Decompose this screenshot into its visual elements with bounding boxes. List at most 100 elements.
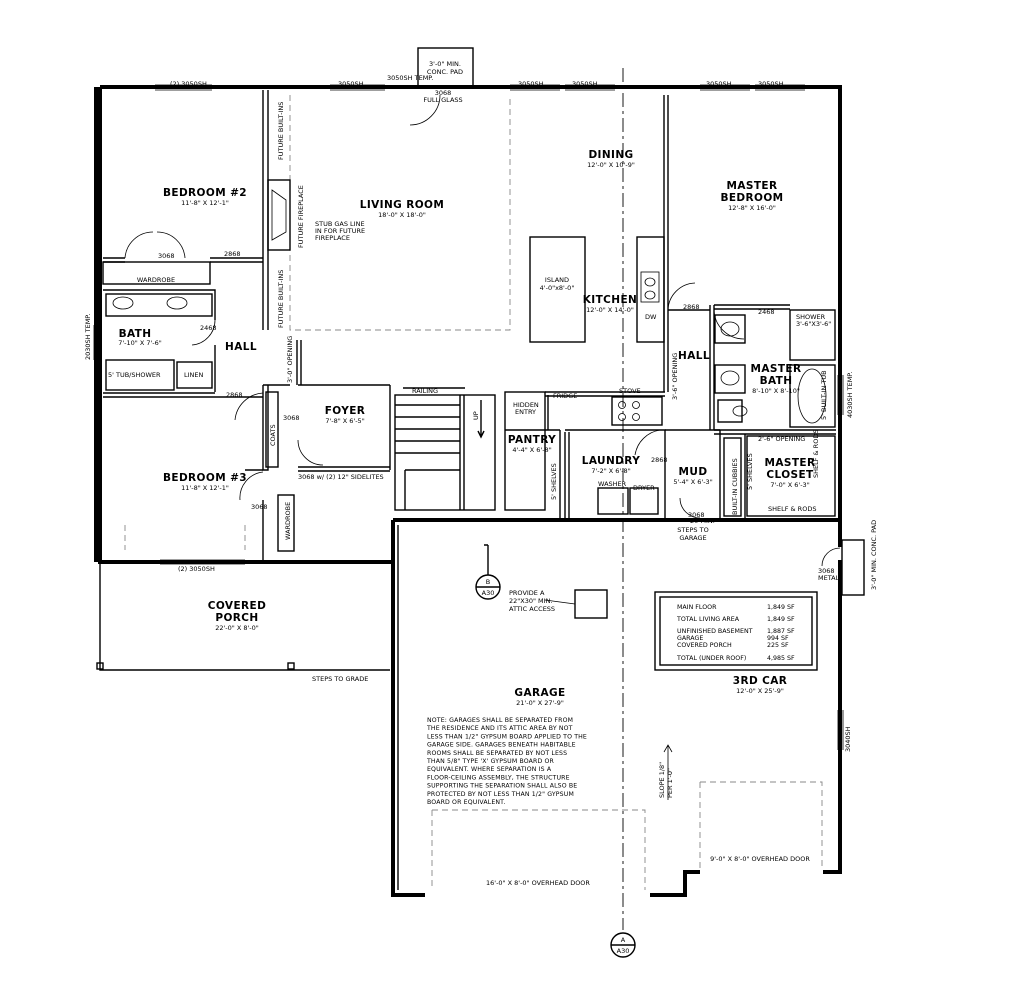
pantry-name: PANTRY <box>508 434 556 446</box>
master-bath-name2: BATH <box>760 375 793 387</box>
shelves-label: 5' SHELVES <box>746 453 754 490</box>
kitchen-name: KITCHEN <box>583 294 637 306</box>
door-label: 3068 <box>818 567 835 575</box>
garage-note-line: THE RESIDENCE AND ITS ATTIC AREA BY NOT <box>426 725 573 732</box>
overhead-door-label: 9'-0" X 8'-0" OVERHEAD DOOR <box>710 855 810 863</box>
attic-note: PROVIDE A <box>509 589 545 597</box>
garage-note-line: GARAGE SIDE. GARAGES BENEATH HABITABLE <box>427 742 576 749</box>
builtins-label: FUTURE BUILT-INS <box>277 270 285 328</box>
door-label: 2868 <box>651 456 668 464</box>
master-bedroom-name2: BEDROOM <box>720 192 783 204</box>
island-name: ISLAND <box>545 276 569 284</box>
bath-dim: 7'-10" X 7'-6" <box>118 339 162 347</box>
master-closet-name2: CLOSET <box>766 469 814 481</box>
bedroom3-dim: 11'-8" X 12'-1" <box>181 484 229 492</box>
garage-note-line: FLOOR-CEILING ASSEMBLY, THE STRUCTURE <box>427 774 570 781</box>
garage-note-line: BOARD OR EQUIVALENT. <box>427 799 506 806</box>
summary-label: UNFINISHED BASEMENT <box>677 628 753 635</box>
foyer-dim: 7'-8" X 6'-5" <box>325 417 364 425</box>
laundry-name: LAUNDRY <box>582 455 640 467</box>
room-labels: BEDROOM #2 11'-8" X 12'-1" LIVING ROOM 1… <box>118 149 815 707</box>
up-label: UP <box>472 411 480 420</box>
window-label: 3050SH <box>572 80 598 88</box>
steps-label: GARAGE <box>679 534 706 542</box>
tub-label: 5' BUILT-IN TUB <box>820 370 828 420</box>
garage-dim: 21'-0" X 27'-9" <box>516 699 564 707</box>
master-closet-name1: MASTER <box>765 457 816 469</box>
coats-label: COATS <box>269 424 277 446</box>
stove-label: STOVE <box>619 387 641 395</box>
shower-label: SHOWER <box>796 313 826 321</box>
summary-label: TOTAL LIVING AREA <box>676 616 740 623</box>
door-label: 2868 <box>683 303 700 311</box>
dining-dim: 12'-0" X 10'-9" <box>587 161 635 169</box>
door-label: 3068 <box>158 252 175 260</box>
window-label: 3050SH <box>758 80 784 88</box>
garage-note-line: NOTE: GARAGES SHALL BE SEPARATED FROM <box>427 717 573 724</box>
garage-note: NOTE: GARAGES SHALL BE SEPARATED FROMTHE… <box>426 717 587 806</box>
front-door-label: 3068 w/ (2) 12" SIDELITES <box>298 473 384 481</box>
gas-note: FIREPLACE <box>315 234 350 242</box>
door-label: 3068 <box>435 89 452 97</box>
bedroom3-name: BEDROOM #3 <box>163 472 247 484</box>
door-label: 2468 <box>200 324 217 332</box>
bedroom2-name: BEDROOM #2 <box>163 187 247 199</box>
cubbies-label: BUILT-IN CUBBIES <box>731 458 739 515</box>
garage-note-line: LESS THAN 1/2" GYPSUM BOARD APPLIED TO T… <box>427 733 587 740</box>
door-label: METAL <box>818 574 840 582</box>
section-marker-a-sheet: A30 <box>617 947 630 955</box>
mud-dim: 5'-4" X 6'-3" <box>673 478 712 486</box>
door-label: 2868 <box>224 250 241 258</box>
window-label: 2030SH TEMP. <box>84 314 92 360</box>
master-bedroom-dim: 12'-8" X 16'-0" <box>728 204 776 212</box>
hidden-entry-label: HIDDEN <box>513 401 539 409</box>
door-label: 3068 <box>283 414 300 422</box>
window-label: 3050SH <box>706 80 732 88</box>
third-car-dim: 12'-0" X 25'-9" <box>736 687 784 695</box>
wardrobe-label: WARDROBE <box>137 276 175 284</box>
foyer-name: FOYER <box>325 405 366 417</box>
shelf-rods-label: SHELF & RODS <box>812 430 820 478</box>
porch-name2: PORCH <box>215 612 258 624</box>
annotations: (2) 3050SH 3050SH 3050SH TEMP. 3050SH 30… <box>84 60 878 955</box>
garage-note-line: SUPPORTING THE SEPARATION SHALL ALSO BE <box>427 783 577 790</box>
window-label: (2) 3050SH <box>178 565 215 573</box>
island-dim: 4'-0"x8'-0" <box>540 284 575 292</box>
window-label: 3040SH <box>844 726 852 752</box>
summary-label: TOTAL (UNDER ROOF) <box>676 655 746 662</box>
window-marks <box>93 84 844 750</box>
porch-and-fixtures <box>96 47 865 958</box>
summary-value: 1,887 SF <box>767 628 795 635</box>
living-dim: 18'-0" X 18'-0" <box>378 211 426 219</box>
hall-right-name: HALL <box>678 350 710 362</box>
railing-label: RAILING <box>412 387 438 395</box>
linen-label: LINEN <box>184 371 204 379</box>
mud-name: MUD <box>679 466 708 478</box>
conc-pad-label: CONC. PAD <box>427 68 463 76</box>
opening-label: 3'-6" OPENING <box>671 353 679 400</box>
door-label: FULL GLASS <box>423 96 462 104</box>
conc-pad-label: 3'-0" MIN. <box>429 60 461 68</box>
shower-label: 3'-6"X3'-6" <box>796 320 831 328</box>
door-label: 2468 <box>758 308 775 316</box>
summary-value: 225 SF <box>767 642 789 649</box>
summary-value: 1,849 SF <box>767 604 795 611</box>
garage-note-line: PROTECTED BY NOT LESS THAN 1/2" GYPSUM <box>427 791 574 798</box>
third-car-name: 3RD CAR <box>733 675 787 687</box>
section-marker-b-sheet: A30 <box>482 589 495 597</box>
bedroom2-dim: 11'-8" X 12'-1" <box>181 199 229 207</box>
window-label: (2) 3050SH <box>170 80 207 88</box>
kitchen-dim: 12'-0" X 14'-0" <box>586 306 634 314</box>
shelves-label: 5' SHELVES <box>550 463 558 500</box>
attic-note: 22"X30" MIN. <box>509 597 553 605</box>
summary-value: 994 SF <box>767 635 789 642</box>
window-label: 4030SH TEMP. <box>846 372 854 418</box>
hall-left-name: HALL <box>225 341 257 353</box>
garage-note-line: EQUIVALENT. WHERE SEPARATION IS A <box>427 766 552 773</box>
fireplace-label: FUTURE FIREPLACE <box>297 185 305 248</box>
door-label: 20 MIN. <box>690 517 715 525</box>
master-closet-dim: 7'-0" X 6'-3" <box>770 481 809 489</box>
door-label: 2868 <box>226 391 243 399</box>
